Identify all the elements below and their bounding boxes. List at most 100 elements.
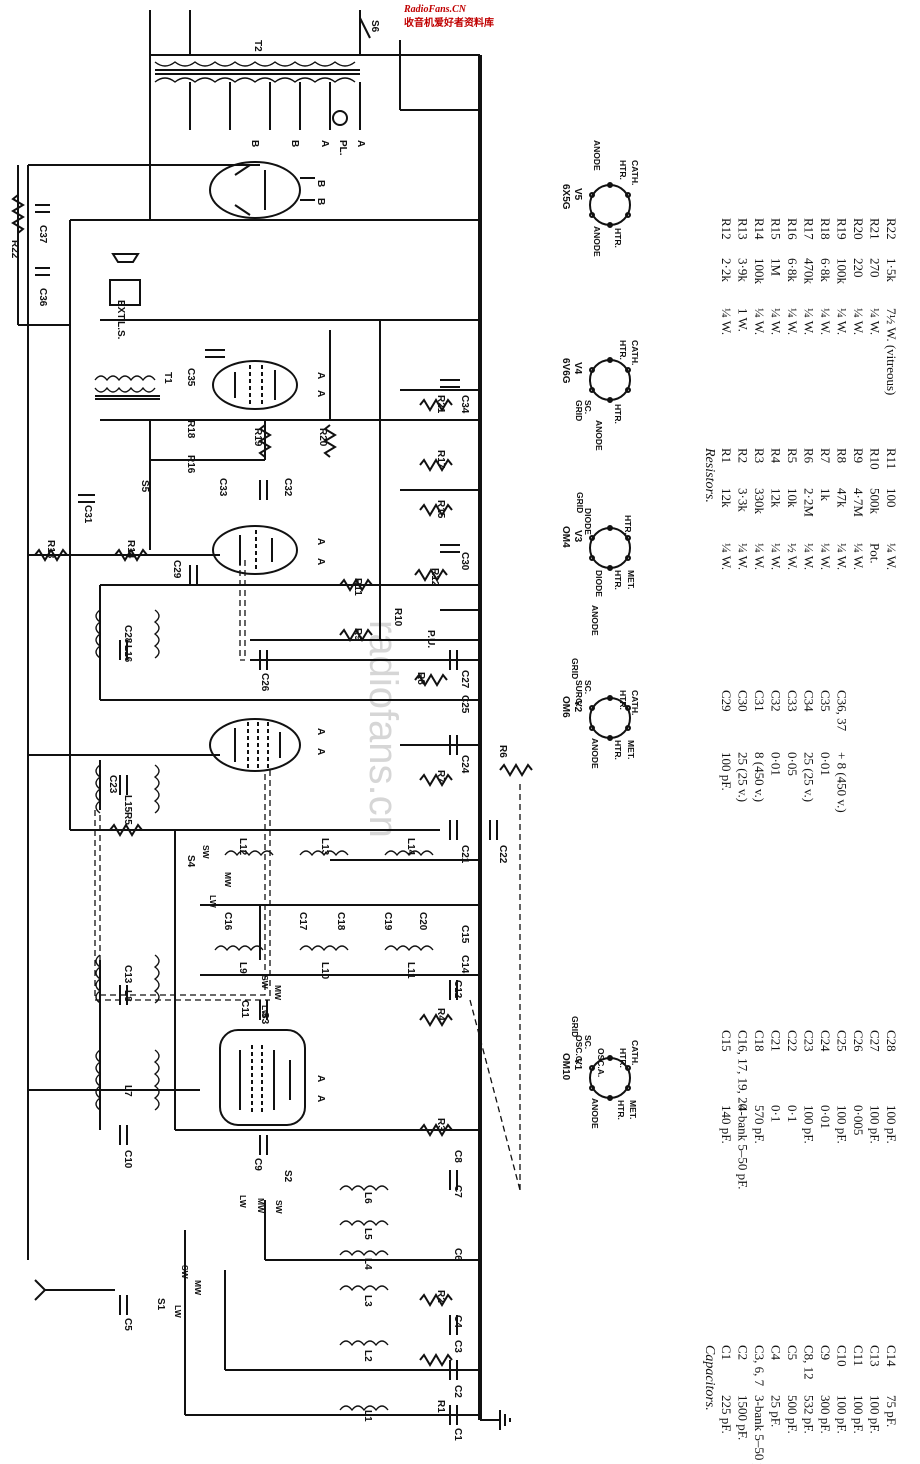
- svg-text:S5: S5: [139, 480, 150, 493]
- resistor-value: 2·2k: [719, 258, 734, 282]
- svg-text:C2: C2: [452, 1385, 463, 1398]
- capacitor-ref: C30: [736, 690, 751, 712]
- svg-text:ANODE: ANODE: [592, 226, 602, 257]
- capacitor-value: 25 (25 v.): [802, 752, 817, 802]
- resistor-value: 6·8k: [818, 258, 833, 282]
- svg-text:L11: L11: [405, 962, 416, 979]
- svg-text:ANODE: ANODE: [594, 420, 604, 451]
- capacitor-ref: C28: [884, 1030, 899, 1052]
- resistor-ref: R8: [835, 448, 850, 463]
- capacitor-value: 532 pF.: [802, 1395, 817, 1434]
- resistor-ref: R4: [769, 448, 784, 464]
- svg-text:DIODE: DIODE: [583, 508, 593, 535]
- svg-text:GRID: GRID: [575, 492, 585, 513]
- capacitor-ref: C26: [851, 1030, 866, 1052]
- capacitor-value: 25 pF.: [769, 1395, 784, 1427]
- capacitor-ref: C34: [802, 690, 817, 712]
- resistor-rating: ¼ W.: [851, 543, 866, 570]
- watermark-faint: radiofans.cn: [361, 620, 405, 838]
- earth-icon: [480, 1410, 511, 1430]
- valve-v4-symbol: A A: [212, 360, 326, 410]
- svg-text:C24: C24: [459, 755, 470, 774]
- resistor-value: 330k: [752, 488, 767, 515]
- svg-text:V4: V4: [572, 362, 583, 375]
- capacitor-value: + 8 (450 v.): [835, 752, 850, 813]
- watermark-logo: RadioFans.CN: [403, 4, 467, 15]
- svg-text:CATH.: CATH.: [630, 160, 640, 185]
- resistor-ref: R20: [851, 218, 866, 240]
- resistor-value: 12k: [769, 488, 784, 508]
- svg-text:6X5G: 6X5G: [560, 184, 571, 210]
- capacitor-value: 300 pF.: [818, 1395, 833, 1434]
- resistor-ref: R17: [802, 218, 817, 240]
- resistor-rating: ¼ W.: [818, 543, 833, 570]
- svg-text:B: B: [315, 180, 326, 187]
- svg-text:CATH.: CATH.: [630, 690, 640, 715]
- svg-text:C1: C1: [452, 1428, 463, 1441]
- resistor-rating: ¼ W.: [769, 308, 784, 335]
- svg-text:GRID: GRID: [574, 400, 584, 421]
- capacitor-symbols: [78, 349, 498, 1425]
- svg-text:L1: L1: [362, 1410, 373, 1422]
- svg-text:L5: L5: [362, 1228, 373, 1240]
- capacitor-value: 0·01: [769, 752, 784, 776]
- resistor-rating: ¼ W.: [752, 543, 767, 570]
- resistor-ref: R21: [868, 218, 883, 240]
- valve-base-v1: V1 OM10 SC. OSC.G. GRID ANODE OSC.A. HTR…: [560, 1016, 640, 1129]
- capacitor-value: 0·05: [785, 752, 800, 776]
- svg-text:C18: C18: [335, 912, 346, 931]
- resistor-value: 3·9k: [736, 258, 751, 282]
- svg-text:PL.: PL.: [337, 140, 348, 156]
- resistor-ref: R1: [719, 448, 734, 463]
- svg-text:MW: MW: [193, 1280, 203, 1296]
- component-label-layer: C1 C2 C3 C4 C5 C6 C7 C8 C9 C10 C11 C12 C…: [45, 368, 508, 1441]
- capacitor-ref: C3, 6, 7: [752, 1345, 767, 1387]
- svg-text:LW: LW: [238, 1195, 248, 1209]
- svg-text:C26: C26: [259, 673, 270, 692]
- svg-text:C22: C22: [497, 845, 508, 864]
- resistor-rating: ½ W.: [785, 543, 800, 570]
- svg-text:C21: C21: [459, 845, 470, 864]
- svg-text:LW: LW: [260, 1005, 270, 1019]
- svg-text:HTR.: HTR.: [618, 160, 628, 180]
- svg-text:R15: R15: [435, 500, 446, 519]
- resistor-value: 2·2M: [802, 488, 817, 517]
- capacitor-ref: C36, 37: [835, 690, 850, 732]
- svg-text:L6: L6: [362, 1192, 373, 1204]
- svg-text:L4: L4: [362, 1258, 373, 1270]
- svg-text:S3: S3: [259, 1012, 270, 1025]
- capacitor-ref: C23: [802, 1030, 817, 1052]
- resistor-table-heading: Resistors.: [702, 447, 717, 503]
- svg-text:R2: R2: [435, 1290, 446, 1303]
- capacitor-value: 140 pF.: [719, 1105, 734, 1144]
- svg-text:OM10: OM10: [560, 1053, 571, 1081]
- svg-text:C8: C8: [452, 1150, 463, 1163]
- resistor-ref: R16: [785, 218, 800, 240]
- resistor-ref: R2: [736, 448, 751, 463]
- svg-text:L8: L8: [122, 990, 133, 1002]
- svg-text:A: A: [315, 728, 326, 735]
- resistor-ref: R10: [868, 448, 883, 470]
- svg-text:R10: R10: [392, 608, 403, 627]
- valve-base-v4: V4 6V6G SC. GRID ANODE HTR. HTR. CATH.: [560, 340, 640, 451]
- svg-text:A: A: [319, 140, 330, 147]
- capacitor-ref: C8, 12: [802, 1345, 817, 1380]
- capacitor-ref: C35: [818, 690, 833, 712]
- svg-text:C3: C3: [452, 1340, 463, 1353]
- svg-text:SW: SW: [274, 1200, 284, 1215]
- resistor-value: 220: [851, 258, 866, 278]
- svg-text:R11: R11: [352, 578, 363, 596]
- resistor-value: 6·8k: [785, 258, 800, 282]
- svg-text:HTR.: HTR.: [618, 340, 628, 360]
- svg-text:R19: R19: [252, 428, 263, 447]
- svg-text:L7: L7: [122, 1085, 133, 1097]
- svg-text:C7: C7: [452, 1185, 463, 1198]
- capacitor-ref: C5: [785, 1345, 800, 1360]
- resistor-rating: ¼ W.: [835, 308, 850, 335]
- svg-text:B: B: [289, 140, 300, 147]
- valve-base-v5: V5 6X5G ANODE ANODE HTR. HTR. CATH.: [560, 140, 640, 257]
- svg-text:L15: L15: [122, 795, 133, 813]
- svg-text:MW: MW: [223, 872, 233, 888]
- capacitor-value: 100 pF.: [884, 1105, 899, 1144]
